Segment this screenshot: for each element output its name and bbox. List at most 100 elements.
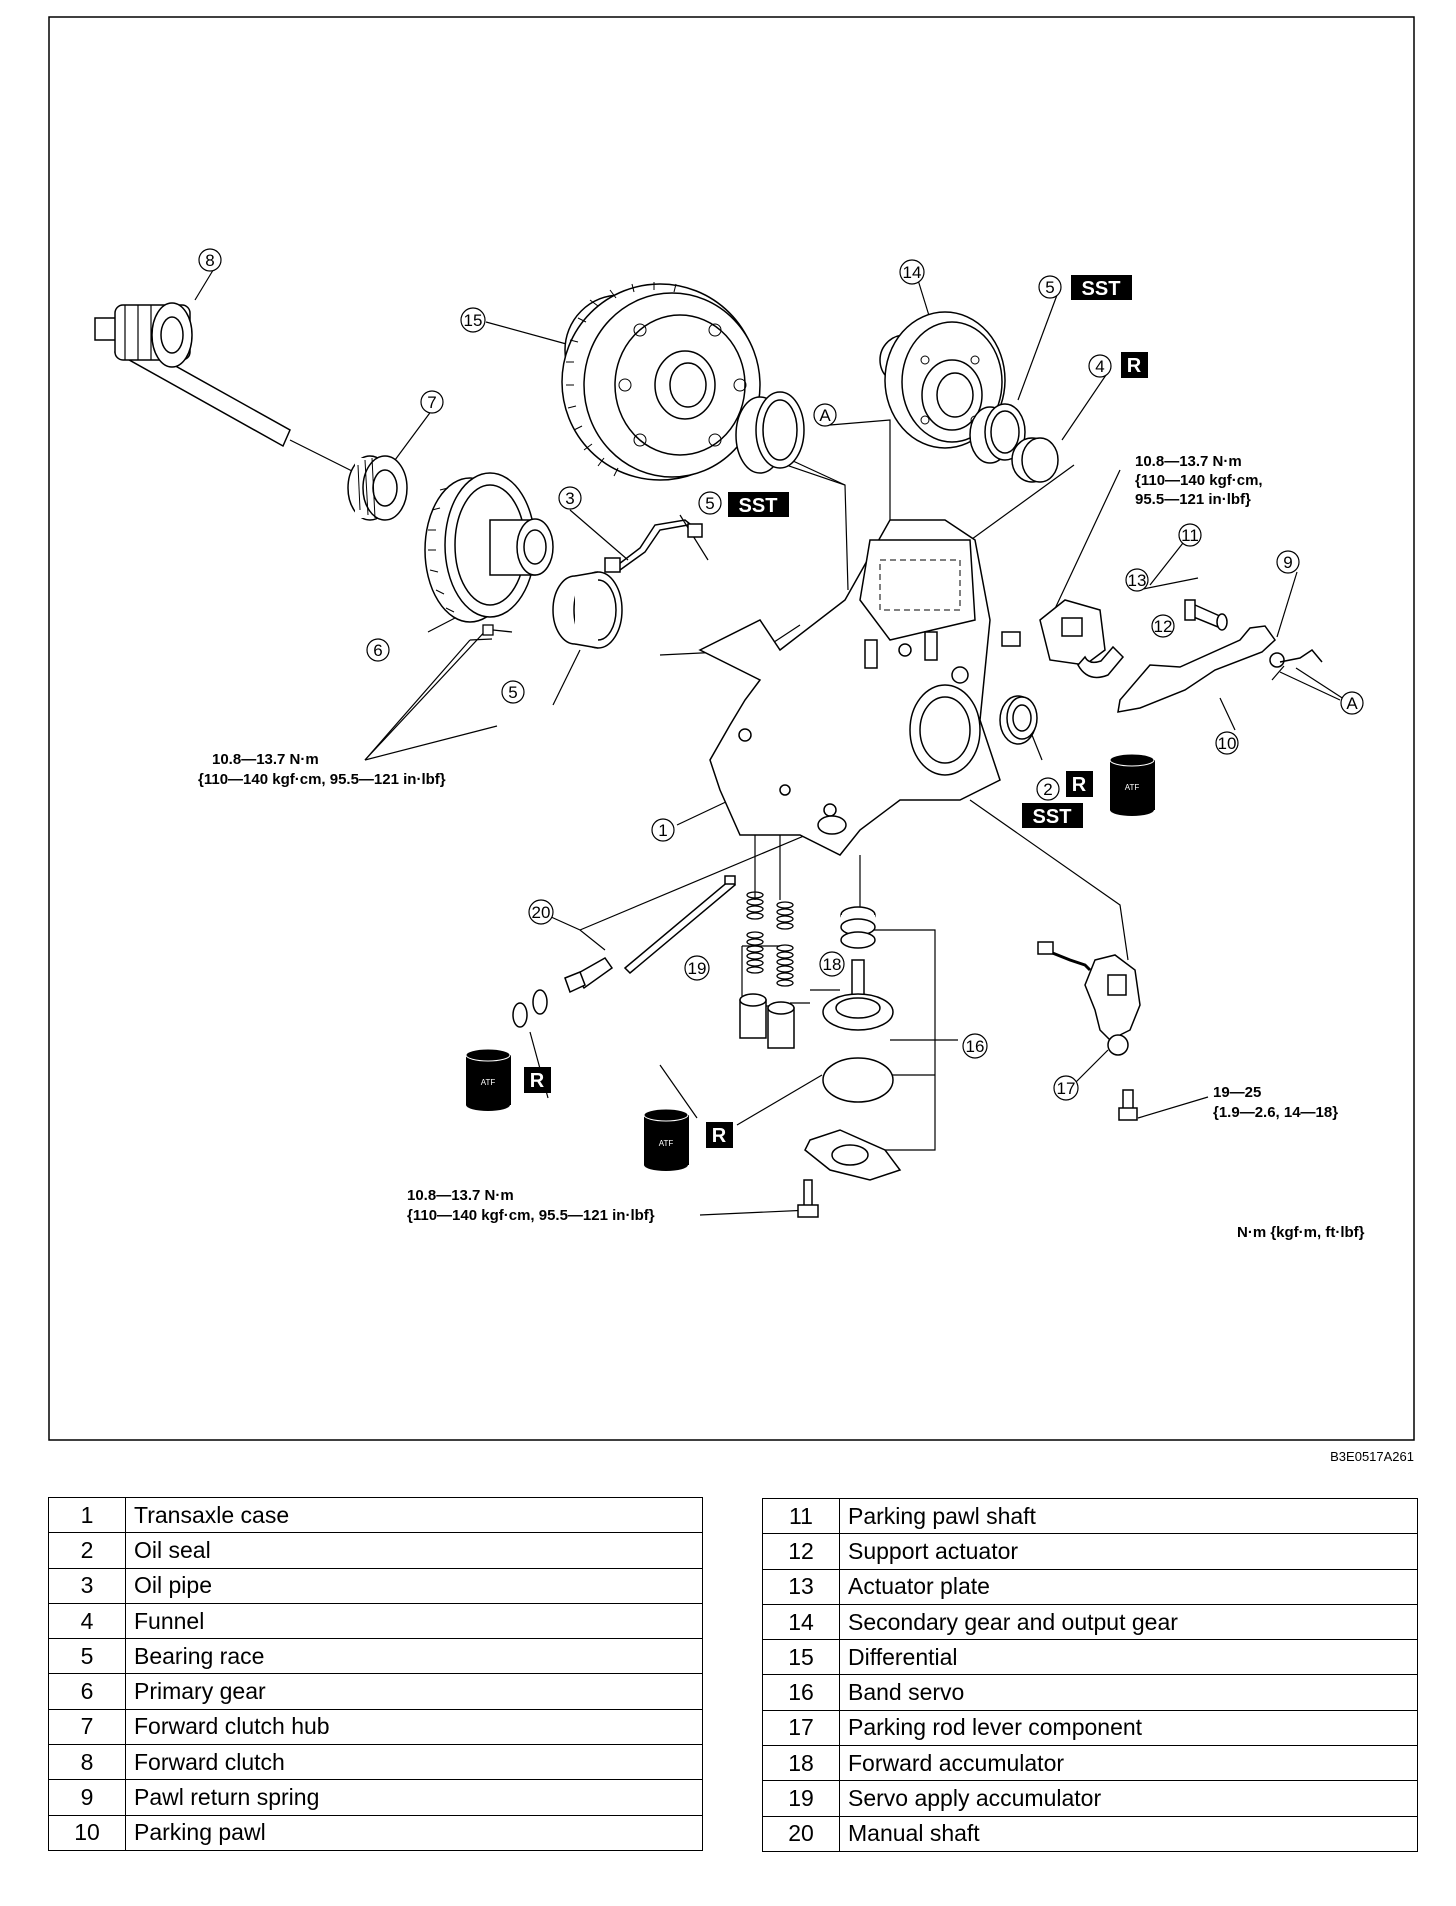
callout-16: 16	[962, 1033, 988, 1059]
torque-spec-left: 10.8—13.7 N·m {110—140 kgf·cm, 95.5—121 …	[198, 751, 446, 788]
svg-text:SST: SST	[1082, 278, 1121, 300]
legend-number: 9	[48, 1779, 126, 1816]
svg-text:ATF: ATF	[1125, 783, 1140, 792]
actuator-plate-part	[1001, 599, 1106, 666]
legend-number: 2	[48, 1532, 126, 1569]
legend-number: 11	[762, 1497, 840, 1535]
atf-can-icon: ATF	[1109, 753, 1155, 816]
legend-part-name: Parking pawl	[125, 1814, 703, 1851]
bearing-race-upper-part	[735, 391, 805, 474]
svg-text:2: 2	[1043, 780, 1052, 799]
legend-number: 7	[48, 1708, 126, 1746]
legend-part-name: Parking pawl shaft	[839, 1497, 1418, 1535]
legend-part-name: Forward clutch hub	[125, 1708, 703, 1746]
svg-text:9: 9	[1283, 553, 1292, 572]
svg-text:19—25: 19—25	[1213, 1084, 1261, 1101]
svg-text:16: 16	[966, 1037, 985, 1056]
callout-5: 5	[501, 680, 525, 704]
callout-8: 8	[198, 248, 222, 272]
servo-cover-bolt-part	[797, 1179, 819, 1218]
legend-part-name: Oil seal	[125, 1532, 703, 1569]
svg-text:12: 12	[1154, 617, 1173, 636]
legend-number: 8	[48, 1744, 126, 1781]
badges: SST R SST R SST R R	[524, 275, 1148, 1148]
svg-text:11: 11	[1181, 526, 1199, 545]
bearing-race-right-part	[969, 403, 1026, 464]
legend-number: 3	[48, 1567, 126, 1604]
svg-text:15: 15	[464, 311, 483, 330]
r-badge: R	[1066, 771, 1093, 797]
secondary-gear-part	[879, 311, 1006, 449]
svg-text:10.8—13.7 N·m: 10.8—13.7 N·m	[1135, 453, 1242, 470]
legend-part-name: Parking rod lever component	[839, 1709, 1418, 1747]
svg-text:R: R	[530, 1070, 545, 1092]
legend-number: 14	[762, 1603, 840, 1641]
forward-clutch-hub-part	[347, 455, 408, 521]
legend-part-name: Forward accumulator	[839, 1745, 1418, 1782]
spring-column-b	[776, 901, 794, 987]
parking-rod-lever-part	[1037, 941, 1141, 1121]
callout-A: A	[813, 403, 837, 427]
oil-seal-part	[999, 695, 1038, 745]
svg-text:95.5—121 in·lbf}: 95.5—121 in·lbf}	[1135, 491, 1251, 508]
legend-number: 19	[762, 1780, 840, 1817]
svg-text:1: 1	[658, 821, 667, 840]
svg-text:ATF: ATF	[481, 1078, 496, 1087]
figure-id: B3E0517A261	[1330, 1449, 1414, 1464]
legend-part-name: Servo apply accumulator	[839, 1780, 1418, 1817]
sst-badge: SST	[728, 492, 789, 517]
callout-18: 18	[819, 951, 845, 977]
svg-text:R: R	[1127, 355, 1142, 377]
legend-number: 1	[48, 1496, 126, 1534]
svg-text:17: 17	[1057, 1079, 1076, 1098]
legend-part-name: Support actuator	[839, 1533, 1418, 1570]
callout-17: 17	[1053, 1075, 1079, 1101]
spring-column-a	[746, 891, 764, 974]
legend-number: 13	[762, 1568, 840, 1605]
callout-13: 13	[1125, 568, 1149, 592]
r-badge: R	[706, 1122, 733, 1148]
callout-20: 20	[528, 899, 554, 925]
legend-number: 17	[762, 1709, 840, 1747]
callout-10: 10	[1215, 731, 1239, 755]
legend-part-name: Actuator plate	[839, 1568, 1418, 1605]
svg-text:20: 20	[532, 903, 551, 922]
svg-text:6: 6	[373, 641, 382, 660]
callout-4: 4	[1088, 354, 1112, 378]
callout-15: 15	[460, 307, 486, 333]
svg-text:10.8—13.7 N·m: 10.8—13.7 N·m	[212, 751, 319, 768]
torque-spec-top-right: 10.8—13.7 N·m {110—140 kgf·cm, 95.5—121 …	[1135, 453, 1263, 508]
svg-text:5: 5	[705, 494, 714, 513]
callout-5: 5	[1038, 275, 1062, 299]
accumulator-pistons-part	[739, 993, 795, 1049]
svg-text:18: 18	[823, 955, 842, 974]
callout-A: A	[1340, 691, 1364, 715]
svg-text:3: 3	[565, 489, 574, 508]
legend-number: 10	[48, 1814, 126, 1851]
svg-text:{1.9—2.6, 14—18}: {1.9—2.6, 14—18}	[1213, 1104, 1338, 1121]
svg-text:{110—140 kgf·cm,: {110—140 kgf·cm,	[1135, 472, 1263, 489]
parking-pawl-shaft-part	[1184, 599, 1228, 631]
sst-badge: SST	[1071, 275, 1132, 300]
bolt-part	[482, 624, 513, 636]
legend-part-name: Forward clutch	[125, 1744, 703, 1781]
oil-pipe-part	[604, 519, 703, 573]
transaxle-case-part	[698, 519, 1001, 856]
callout-9: 9	[1276, 550, 1300, 574]
svg-text:ATF: ATF	[659, 1139, 674, 1148]
primary-gear-part	[424, 472, 554, 623]
band-servo-part	[804, 906, 902, 1181]
